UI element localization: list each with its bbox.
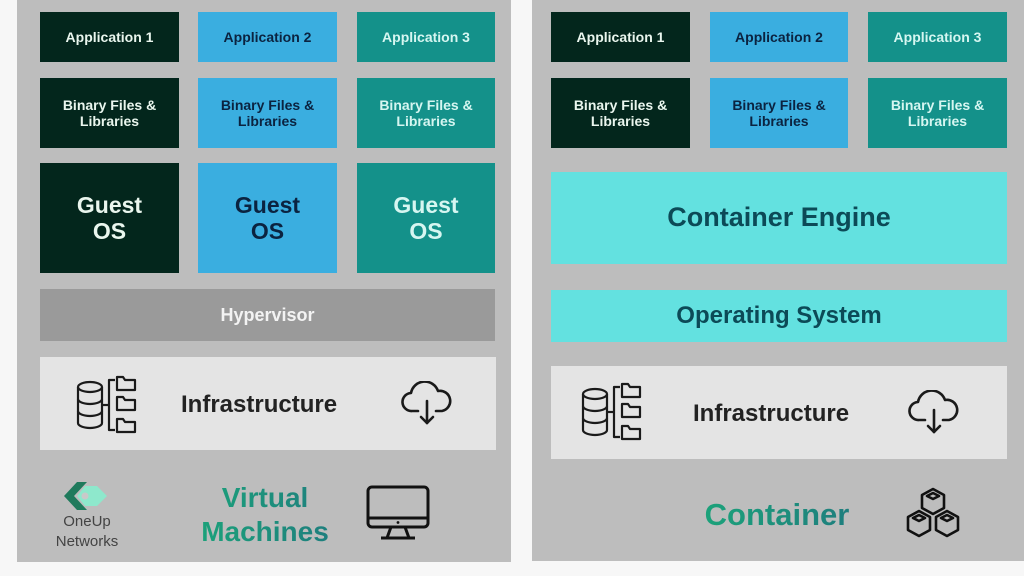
vm-application-1-label: Application 1 bbox=[65, 28, 154, 45]
container-engine-label: Container Engine bbox=[667, 202, 891, 233]
virtual-machines-panel: Application 1 Application 2 Application … bbox=[17, 0, 511, 562]
oneup-networks-wordmark: OneUp Networks bbox=[39, 512, 135, 553]
vm-application-2: Application 2 bbox=[198, 12, 337, 62]
ct-binaries-2: Binary Files & Libraries bbox=[710, 78, 848, 148]
container-caption: Container bbox=[692, 496, 862, 533]
ct-application-3: Application 3 bbox=[868, 12, 1007, 62]
brand-name-line2: Networks bbox=[55, 533, 119, 551]
vm-application-1: Application 1 bbox=[40, 12, 179, 62]
brand-name-line1: OneUp bbox=[63, 513, 111, 530]
ct-binaries-1: Binary Files & Libraries bbox=[551, 78, 690, 148]
vm-guest-os-3-label: Guest OS bbox=[393, 191, 459, 244]
vm-binaries-3-label: Binary Files & Libraries bbox=[379, 96, 473, 129]
ct-binaries-2-label: Binary Files & Libraries bbox=[732, 96, 826, 129]
vm-guest-os-2: Guest OS bbox=[198, 163, 337, 273]
vm-infrastructure-layer: Infrastructure bbox=[40, 357, 496, 450]
vm-application-3: Application 3 bbox=[357, 12, 495, 62]
vm-binaries-3: Binary Files & Libraries bbox=[357, 78, 495, 148]
container-panel: Application 1 Application 2 Application … bbox=[532, 0, 1024, 561]
vm-guest-os-2-label: Guest OS bbox=[234, 191, 301, 244]
vm-application-2-label: Application 2 bbox=[223, 28, 312, 45]
vm-application-3-label: Application 3 bbox=[382, 28, 470, 45]
ct-binaries-3: Binary Files & Libraries bbox=[868, 78, 1007, 148]
vm-guest-os-1-label: Guest OS bbox=[76, 191, 143, 244]
ct-infrastructure-layer: Infrastructure bbox=[551, 366, 1007, 459]
vm-infrastructure-label: Infrastructure bbox=[181, 391, 338, 418]
vm-guest-os-1: Guest OS bbox=[40, 163, 179, 273]
ct-application-3-label: Application 3 bbox=[893, 28, 982, 45]
ct-binaries-3-label: Binary Files & Libraries bbox=[890, 96, 985, 129]
cubes-icon bbox=[906, 487, 960, 538]
vm-guest-os-3: Guest OS bbox=[357, 163, 495, 273]
vm-binaries-1: Binary Files & Libraries bbox=[40, 78, 179, 148]
ct-application-2: Application 2 bbox=[710, 12, 848, 62]
vm-binaries-2-label: Binary Files & Libraries bbox=[220, 96, 315, 129]
ct-application-1: Application 1 bbox=[551, 12, 690, 62]
vm-caption: Virtual Machines bbox=[185, 481, 345, 548]
hypervisor-label: Hypervisor bbox=[220, 304, 315, 325]
vm-binaries-2: Binary Files & Libraries bbox=[198, 78, 337, 148]
cloud-download-icon bbox=[908, 390, 959, 434]
ct-application-1-label: Application 1 bbox=[576, 28, 665, 45]
operating-system-label: Operating System bbox=[676, 302, 882, 330]
ct-infrastructure-label: Infrastructure bbox=[693, 400, 850, 427]
cloud-download-icon bbox=[401, 381, 452, 425]
operating-system-layer: Operating System bbox=[551, 290, 1007, 342]
ct-binaries-1-label: Binary Files & Libraries bbox=[573, 96, 668, 129]
database-tree-icon bbox=[76, 375, 137, 434]
oneup-logo-icon bbox=[64, 482, 107, 510]
database-tree-icon bbox=[581, 382, 642, 441]
vm-binaries-1-label: Binary Files & Libraries bbox=[62, 96, 157, 129]
hypervisor-layer: Hypervisor bbox=[40, 289, 495, 341]
monitor-icon bbox=[366, 485, 430, 540]
ct-application-2-label: Application 2 bbox=[735, 28, 823, 45]
container-engine-layer: Container Engine bbox=[551, 172, 1007, 264]
